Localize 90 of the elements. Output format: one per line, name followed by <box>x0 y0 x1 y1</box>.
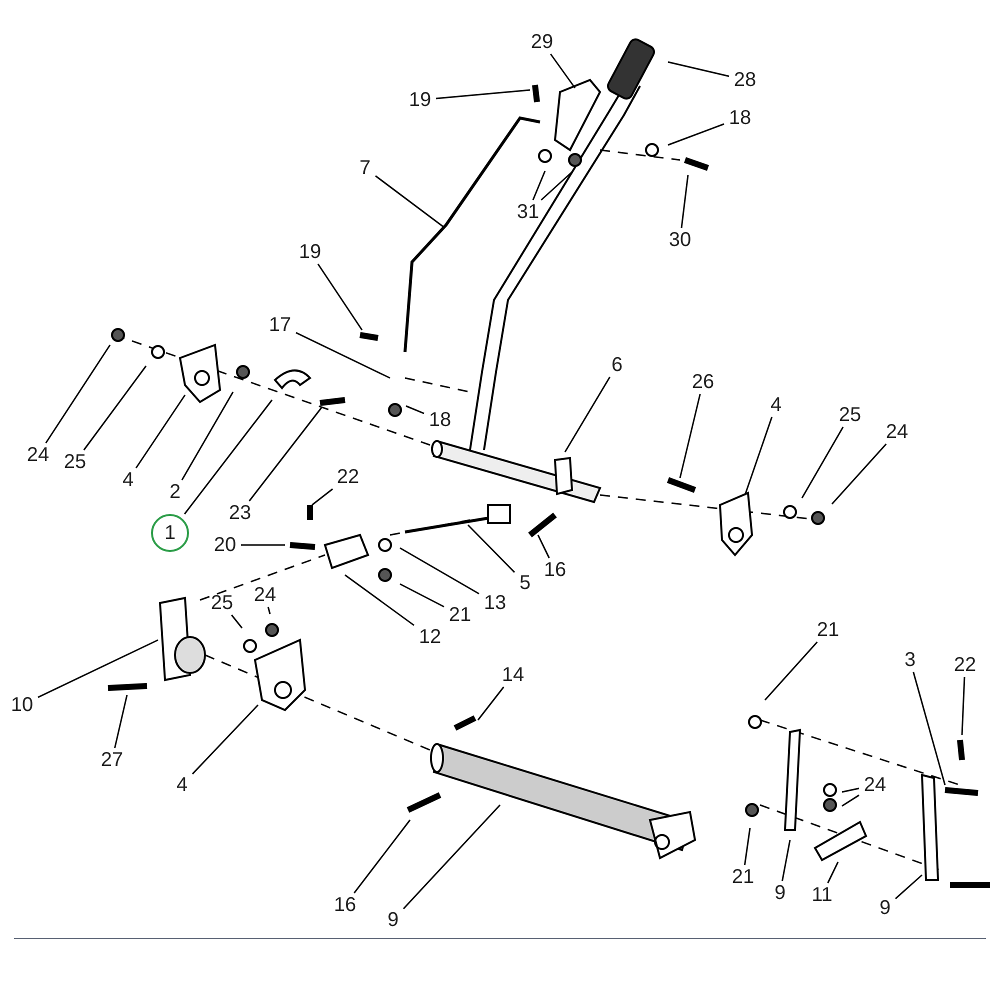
callout-number: 25 <box>59 450 91 474</box>
leader-line <box>895 874 922 900</box>
leader-line <box>744 416 773 496</box>
leader-line <box>296 332 390 379</box>
leader-line <box>231 614 243 628</box>
leader-line <box>477 686 504 720</box>
callout-number: 22 <box>332 465 364 489</box>
callout-number: 10 <box>6 693 38 717</box>
leader-line <box>831 444 887 504</box>
callout-number: 27 <box>96 748 128 772</box>
callout-number: 12 <box>414 625 446 649</box>
leader-line <box>668 61 730 77</box>
callout-number: 9 <box>770 881 790 905</box>
callout-number: 2 <box>164 480 186 504</box>
callout-number: 18 <box>724 106 756 130</box>
callout-number: 14 <box>497 663 529 687</box>
callout-number: 30 <box>664 228 696 252</box>
callout-number: 16 <box>329 893 361 917</box>
leader-line <box>436 89 530 100</box>
leader-line <box>564 376 610 452</box>
leader-line <box>181 392 234 480</box>
callout-number: 16 <box>539 558 571 582</box>
leader-line <box>192 704 259 774</box>
leader-line <box>248 406 323 502</box>
leader-line <box>114 694 128 748</box>
leader-line <box>400 547 480 594</box>
callout-number: 9 <box>382 908 404 932</box>
leader-line <box>744 828 751 866</box>
leader-line <box>782 840 791 882</box>
callout-number: 9 <box>874 896 896 920</box>
callout-number: 19 <box>294 240 326 264</box>
leader-line <box>406 405 424 414</box>
leader-line <box>184 400 273 514</box>
leader-line <box>317 264 363 330</box>
leader-line <box>135 394 186 468</box>
leader-line <box>801 426 844 498</box>
callout-number: 29 <box>526 30 558 54</box>
callout-number: 24 <box>22 443 54 467</box>
callout-number: 26 <box>687 370 719 394</box>
leader-line <box>344 574 414 626</box>
leader-line <box>550 54 576 88</box>
callout-number: 4 <box>172 773 192 797</box>
callout-number: 24 <box>881 420 913 444</box>
leader-line <box>827 862 839 884</box>
leader-line <box>312 488 334 506</box>
callout-number: 28 <box>729 68 761 92</box>
leader-line <box>537 534 550 558</box>
callout-number: 4 <box>118 468 138 492</box>
callout-number: 24 <box>859 773 891 797</box>
leader-line <box>679 394 701 478</box>
callout-number: 17 <box>264 313 296 337</box>
leader-line <box>668 123 724 146</box>
callout-number: 6 <box>606 353 628 377</box>
leader-line <box>532 170 546 200</box>
callout-number: 23 <box>224 501 256 525</box>
callout-number: 5 <box>514 571 536 595</box>
callout-number: 19 <box>404 88 436 112</box>
callout-number: 21 <box>444 603 476 627</box>
leader-line <box>912 672 946 786</box>
callout-number: 18 <box>424 408 456 432</box>
leader-line <box>764 642 818 700</box>
leader-line <box>680 174 689 228</box>
callout-number: 22 <box>949 653 981 677</box>
callout-number: 20 <box>209 533 241 557</box>
leader-line <box>842 788 860 793</box>
leader-line <box>961 676 966 736</box>
leader-line <box>402 804 501 910</box>
callout-number: 7 <box>354 156 376 180</box>
callout-number: 21 <box>812 618 844 642</box>
leader-line <box>83 366 147 450</box>
callout-number: 24 <box>249 583 281 607</box>
leader-line <box>354 820 411 894</box>
leader-line <box>400 583 444 608</box>
leader-line <box>540 171 572 201</box>
leader-line <box>241 544 285 546</box>
leader-line <box>38 639 158 698</box>
callout-number: 3 <box>900 648 920 672</box>
leader-line <box>467 524 516 573</box>
callout-number: 11 <box>806 883 838 907</box>
leader-line <box>267 606 271 614</box>
callout-number: 31 <box>512 200 544 224</box>
leader-line <box>842 794 860 807</box>
circled-callout-number: 1 <box>151 514 189 552</box>
callout-number: 25 <box>206 591 238 615</box>
callout-number: 4 <box>766 393 786 417</box>
callout-number: 13 <box>479 591 511 615</box>
leader-line <box>375 175 446 229</box>
callout-number: 25 <box>834 403 866 427</box>
leader-line <box>45 344 111 444</box>
callout-number: 21 <box>727 865 759 889</box>
